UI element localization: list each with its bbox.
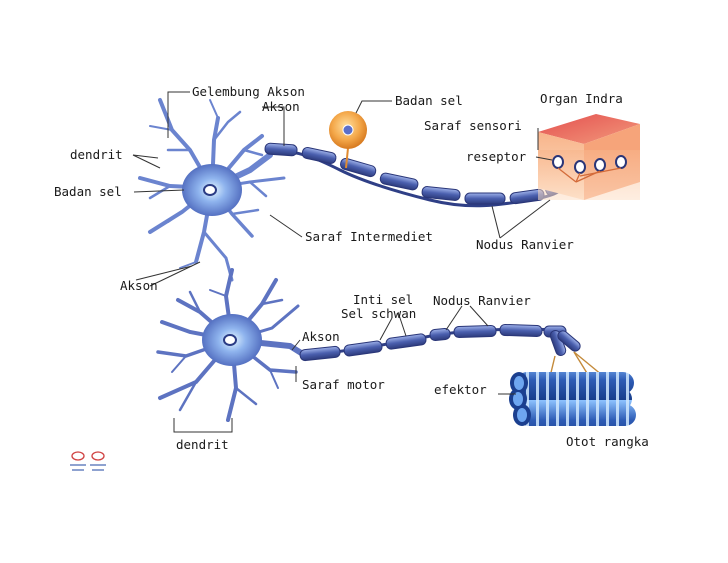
nucleus-bottom bbox=[223, 334, 237, 346]
label-badan-sel-left: Badan sel bbox=[54, 184, 122, 199]
label-dendrit-top: dendrit bbox=[70, 147, 123, 162]
label-inti-sel: Inti sel bbox=[353, 292, 413, 307]
label-akson-left: Akson bbox=[120, 278, 158, 293]
label-badan-sel-top: Badan sel bbox=[395, 93, 463, 108]
label-organ-indra: Organ Indra bbox=[540, 91, 623, 106]
label-sel-schwan: Sel schwan bbox=[341, 306, 416, 321]
label-saraf-motor: Saraf motor bbox=[302, 377, 385, 392]
label-nodus-ranvier-bottom: Nodus Ranvier bbox=[433, 293, 531, 308]
organ-indra bbox=[538, 114, 640, 200]
label-akson-top: Akson bbox=[262, 99, 300, 114]
label-gelembung-akson: Gelembung Akson bbox=[192, 84, 305, 99]
leader-lines bbox=[132, 91, 553, 433]
label-saraf-intermediet: Saraf Intermediet bbox=[305, 229, 433, 244]
label-saraf-sensori: Saraf sensori bbox=[424, 118, 522, 133]
label-dendrit-bottom: dendrit bbox=[176, 437, 229, 452]
nucleus-top bbox=[203, 184, 217, 196]
label-akson-bottom: Akson bbox=[302, 329, 340, 344]
label-efektor: efektor bbox=[434, 382, 487, 397]
publisher-logo bbox=[70, 451, 106, 471]
label-nodus-ranvier-top: Nodus Ranvier bbox=[476, 237, 574, 252]
sensory-cell-nucleus bbox=[342, 124, 354, 136]
axon-top bbox=[264, 142, 581, 208]
sensory-cell-stalk bbox=[345, 147, 349, 169]
muscle-fibers bbox=[509, 372, 636, 426]
label-reseptor: reseptor bbox=[466, 149, 527, 164]
label-otot-rangka: Otot rangka bbox=[566, 434, 649, 449]
axon-bottom bbox=[299, 323, 609, 386]
